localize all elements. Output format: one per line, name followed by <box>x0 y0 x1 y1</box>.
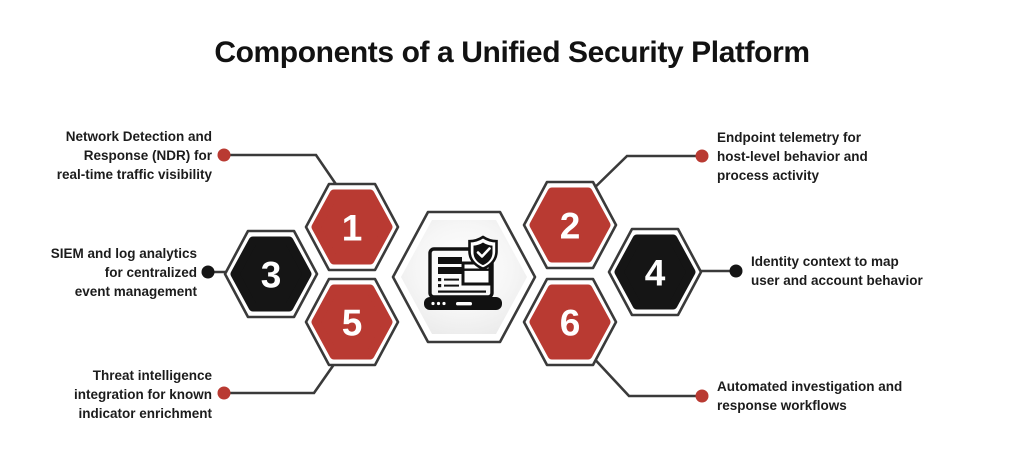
hexagon-4-shape <box>614 234 696 310</box>
hexagon-2-shape <box>529 187 611 263</box>
hexagon-4: 4 <box>607 227 703 317</box>
component-3-label: SIEM and log analytics for centralized e… <box>25 244 197 301</box>
label-line: Endpoint telemetry for <box>717 130 862 145</box>
shield-check-icon <box>468 235 498 271</box>
label-line: real-time traffic visibility <box>56 167 212 183</box>
label-line: Automated investigation and <box>717 379 903 394</box>
label-line: Threat intelligence <box>92 368 212 383</box>
label-line: integration for known <box>74 387 212 403</box>
component-4-label: Identity context to map user and account… <box>751 252 951 290</box>
hexagon-1: 1 <box>304 182 400 272</box>
hexagon-6: 6 <box>522 277 618 367</box>
hexagon-5: 5 <box>304 277 400 367</box>
connector-line-2 <box>585 154 702 197</box>
hexagon-1-shape <box>311 189 393 265</box>
center-hexagon <box>391 210 537 344</box>
label-line: Response (NDR) for <box>83 148 212 164</box>
label-line: user and account behavior <box>751 273 923 289</box>
component-6-label: Automated investigation and response wor… <box>717 377 932 415</box>
hexagon-3: 3 <box>223 229 319 319</box>
laptop-shield-icon <box>424 235 502 310</box>
component-5-label: Threat intelligence integration for know… <box>40 366 212 423</box>
label-line: indicator enrichment <box>78 406 212 422</box>
hexagon-6-shape <box>529 284 611 360</box>
hexagon-3-number: 3 <box>261 255 282 296</box>
label-line: for centralized <box>104 265 197 281</box>
connector-dot-2 <box>695 149 709 163</box>
hexagon-2-number: 2 <box>560 206 581 247</box>
connector-line-1 <box>224 153 346 197</box>
hexagon-2: 2 <box>522 180 618 270</box>
hexagon-6-number: 6 <box>560 303 581 344</box>
connector-dot-3 <box>201 265 215 279</box>
connector-dot-5 <box>217 386 231 400</box>
connector-line-6 <box>587 351 702 398</box>
hexagon-4-number: 4 <box>645 253 666 294</box>
component-2-label: Endpoint telemetry for host-level behavi… <box>717 128 912 185</box>
page-title: Components of a Unified Security Platfor… <box>214 36 810 69</box>
connector-dot-4 <box>729 264 743 278</box>
connector-dot-1 <box>217 148 231 162</box>
label-line: host-level behavior and <box>717 149 868 165</box>
hexagon-5-number: 5 <box>342 303 363 344</box>
hexagon-3-shape <box>230 236 312 312</box>
label-line: process activity <box>717 168 820 184</box>
label-line: response workflows <box>717 398 847 414</box>
hexagon-5-shape <box>311 284 393 360</box>
component-1-label: Network Detection and Response (NDR) for… <box>40 127 212 184</box>
label-line: Identity context to map <box>751 254 899 269</box>
hexagon-1-number: 1 <box>342 208 363 249</box>
label-line: SIEM and log analytics <box>50 246 197 261</box>
connector-dot-6 <box>695 389 709 403</box>
label-line: Network Detection and <box>65 129 212 144</box>
label-line: event management <box>74 284 197 300</box>
